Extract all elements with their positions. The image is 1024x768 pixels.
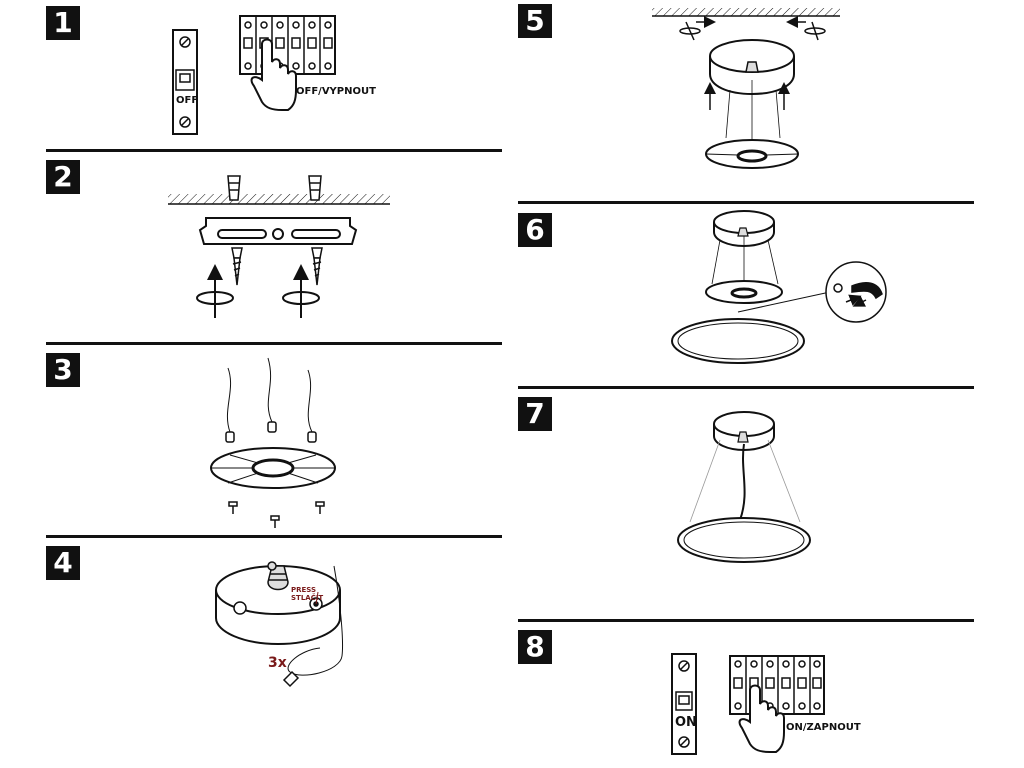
step-number-6: 6 [518,213,552,247]
step4-press-label: PRESS [291,586,317,594]
step6-terminal [737,227,749,237]
step-number-3: 3 [46,353,80,387]
step2-mounting-bracket [198,217,358,245]
step3-wires [226,357,313,433]
separator-5-6 [518,201,974,204]
separator-6-7 [518,386,974,389]
step8-caption: ON/ZAPNOUT [786,722,861,733]
step8-hand-pointer-icon [738,684,785,753]
step4-cable [287,565,344,676]
step6-lamp-plate [705,280,783,304]
step2-screws-icon [231,247,323,286]
step6-connector-detail-icon [825,261,887,323]
step8-breaker-on-icon [671,653,697,755]
step6-detail-pointer [737,291,831,313]
step1-hand-pointer-icon [250,38,297,111]
step7-cable [739,443,746,521]
separator-1-2 [46,149,502,152]
step7-suspension-wires [689,439,801,523]
step8-breaker-panel-icon [729,655,825,715]
step5-lamp-plate [705,139,799,169]
step3-small-screws-icon [228,501,325,528]
step8-breaker-label: ON [675,715,697,730]
step1-breaker-off-icon [172,29,198,135]
step3-lamp-plate [210,447,336,489]
step5-up-arrows-icon [704,82,790,110]
step4-count-label: 3x [268,655,287,671]
step5-unscrew-icons [679,16,826,41]
step4-press-label-cz: STLAČIT [291,594,324,602]
step3-wire-connectors [225,421,317,443]
step-number-8: 8 [518,630,552,664]
step2-rotation-arrows-icon [196,264,320,318]
step1-breaker-panel-icon [239,15,336,75]
step1-breaker-label: OFF [176,95,199,106]
step6-lamp-panel [671,318,805,364]
step7-lamp-panel [677,517,811,563]
step-number-4: 4 [46,546,80,580]
separator-2-3 [46,342,502,345]
step-number-7: 7 [518,397,552,431]
step-number-2: 2 [46,160,80,194]
step-number-5: 5 [518,4,552,38]
step5-canopy-terminal [745,61,759,73]
step2-ceiling [168,194,390,205]
step5-wires [725,80,781,148]
step2-wall-plugs-icon [227,175,322,201]
step7-terminal [737,431,749,443]
step4-knobs-icon [233,561,323,615]
step4-cable-plug [282,670,300,688]
separator-3-4 [46,535,502,538]
step1-caption: OFF/VYPNOUT [296,86,376,97]
separator-7-8 [518,619,974,622]
step-number-1: 1 [46,6,80,40]
step4-pointer-line [315,591,319,605]
step4-terminal-block-icon [267,565,289,591]
step6-canopy [713,210,775,248]
step5-ceiling [652,8,840,17]
